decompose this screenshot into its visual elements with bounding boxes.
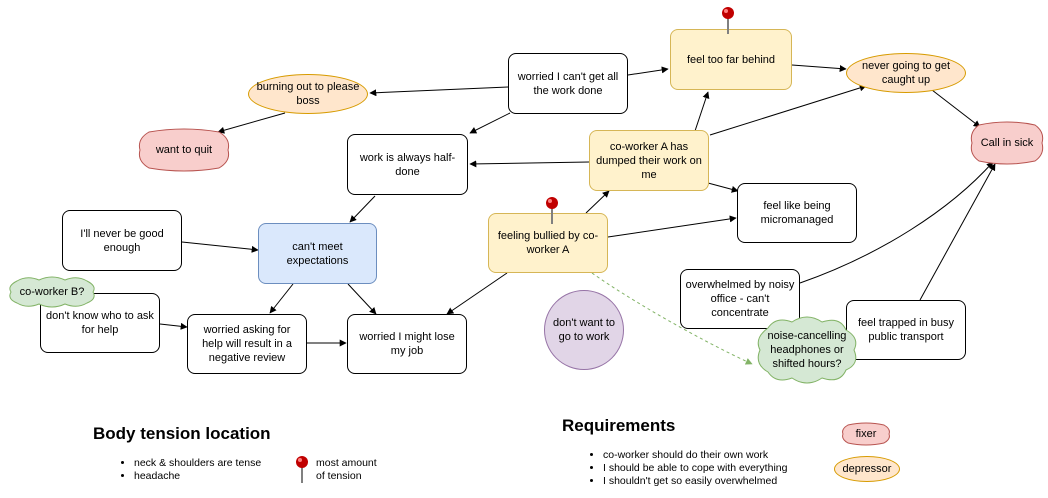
edge-coworker-to-never (709, 84, 867, 136)
list-item: I should be able to cope with everything (603, 462, 787, 475)
node-feel-too-far-behind[interactable]: feel too far behind (670, 29, 792, 90)
edge-bullied-to-micro (607, 215, 737, 238)
edge-halfdone-to-cantmeet (349, 195, 376, 223)
requirements-heading: Requirements (562, 416, 676, 435)
edge-bullied-to-losejob (446, 272, 508, 315)
body-tension-list: neck & shoulders are tense headache (120, 457, 261, 483)
node-coworker-dumped[interactable]: co-worker A has dumped their work on me (589, 130, 709, 191)
edge-coworker-to-behind (694, 91, 710, 132)
node-trapped-transport[interactable]: feel trapped in busy public transport (846, 300, 966, 360)
node-overwhelmed-noisy[interactable]: overwhelmed by noisy office - can't conc… (680, 269, 800, 329)
edge-cantmeet-to-asking (269, 283, 294, 314)
edge-worried-to-halfdone (469, 112, 511, 134)
edge-coworker-to-halfdone (469, 160, 590, 168)
node-never-good-enough[interactable]: I'll never be good enough (62, 210, 182, 271)
legend-depressor: depressor (834, 456, 900, 482)
node-cant-meet-expectations[interactable]: can't meet expectations (258, 223, 377, 284)
node-worried-asking[interactable]: worried asking for help will result in a… (187, 314, 307, 374)
cloud-shape-red (138, 128, 230, 172)
edge-never-to-sick (931, 89, 981, 128)
legend-pin-icon (296, 456, 308, 483)
node-call-in-sick[interactable]: Call in sick (969, 121, 1045, 165)
node-want-to-quit[interactable]: want to quit (137, 128, 231, 172)
node-never-caught-up[interactable]: never going to get caught up (846, 53, 966, 93)
body-tension-heading: Body tension location (93, 424, 271, 443)
edge-coworker-to-micro (707, 182, 739, 193)
edge-noisy-to-sick (799, 161, 994, 284)
node-noise-cancelling[interactable]: noise-cancelling headphones or shifted h… (754, 314, 860, 386)
node-feeling-bullied[interactable]: feeling bullied by co-worker A (488, 213, 608, 273)
requirements-list: co-worker should do their own work I sho… (589, 449, 787, 488)
edge-dontknow-to-asking (159, 322, 188, 330)
edge-behind-to-never (791, 64, 847, 73)
list-item: headache (134, 470, 261, 483)
node-dont-want-to-work[interactable]: don't want to go to work (544, 290, 624, 370)
list-item: co-worker should do their own work (603, 449, 787, 462)
node-worried-cant-get-all[interactable]: worried I can't get all the work done (508, 53, 628, 114)
node-burning-out[interactable]: burning out to please boss (248, 74, 368, 114)
edge-worried-to-burning (369, 86, 509, 97)
cloud-shape-red (970, 121, 1044, 165)
edge-bullied-to-noisefix (591, 272, 753, 365)
node-worried-lose-job[interactable]: worried I might lose my job (347, 314, 467, 374)
cloud-shape-red (842, 422, 890, 446)
node-coworker-b[interactable]: co-worker B? (7, 276, 97, 308)
edge-cantmeet-to-losejob (347, 283, 377, 315)
node-work-half-done[interactable]: work is always half-done (347, 134, 468, 195)
edge-goodenough-to-cantmeet (181, 241, 259, 253)
tension-pin-icon (546, 197, 558, 224)
edge-bullied-to-coworker (585, 190, 610, 214)
edge-burning-to-quit (217, 112, 286, 134)
edge-worried-to-behind (627, 66, 669, 76)
legend-fixer: fixer (841, 422, 891, 446)
list-item: neck & shoulders are tense (134, 457, 261, 470)
legend-pin-label: most amount of tension (316, 457, 377, 482)
cloud-shape-green (757, 316, 857, 384)
cloud-shape-green (9, 276, 95, 308)
list-item: I shouldn't get so easily overwhelmed (603, 475, 787, 488)
tension-pin-icon (722, 7, 734, 34)
node-micromanaged[interactable]: feel like being micromanaged (737, 183, 857, 243)
edge-transport-to-sick (919, 163, 996, 301)
